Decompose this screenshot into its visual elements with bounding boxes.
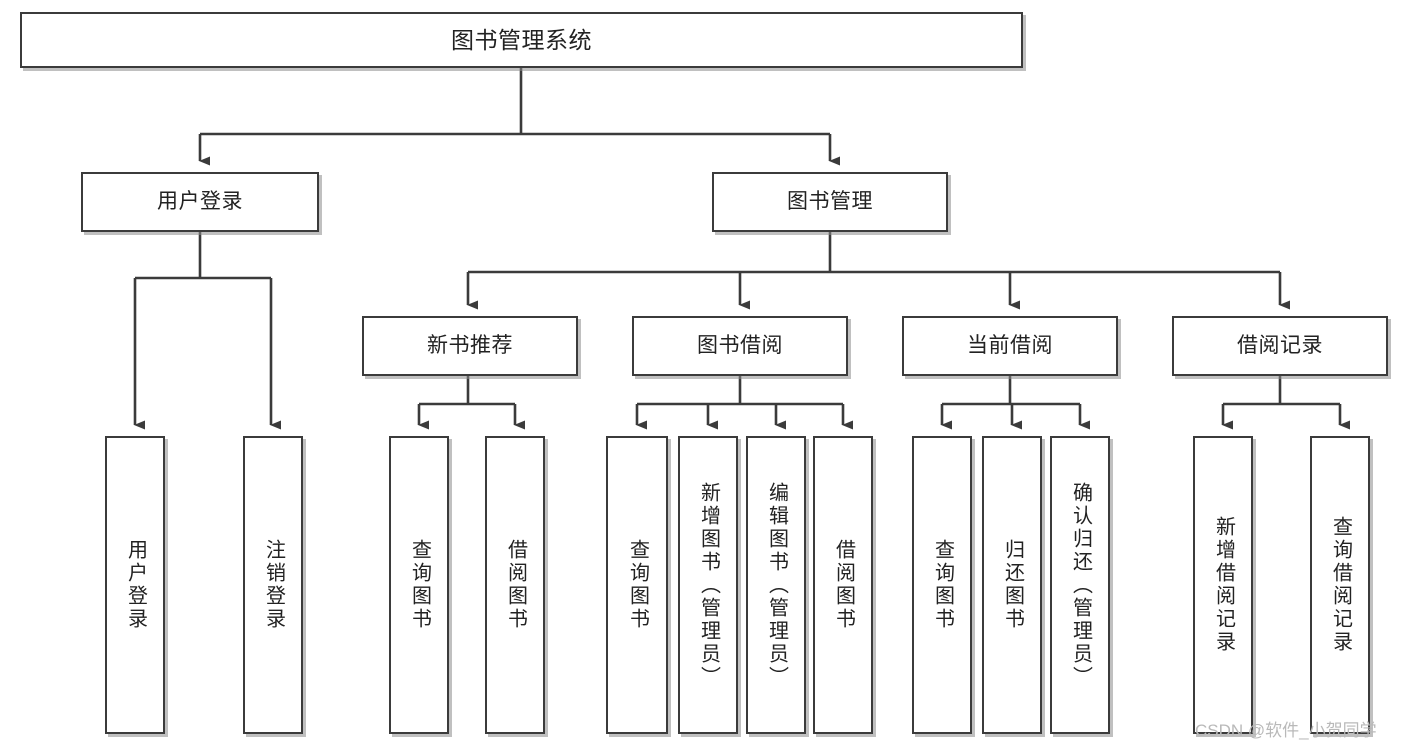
node-leaf-borrow-book-1[interactable]: 借阅图书 [485, 436, 545, 734]
node-leaf-add-book[interactable]: 新增图书（管理员） [678, 436, 738, 734]
node-leaf-logout[interactable]: 注销登录 [243, 436, 303, 734]
node-leaf-borrow-book-1-label: 借阅图书 [504, 539, 527, 631]
node-current-borrow-label: 当前借阅 [967, 333, 1053, 357]
node-leaf-query-record-label: 查询借阅记录 [1329, 516, 1352, 654]
node-leaf-edit-book-label: 编辑图书（管理员） [765, 481, 788, 689]
node-leaf-query-book-2-label: 查询图书 [626, 539, 649, 631]
node-leaf-add-book-label: 新增图书（管理员） [697, 481, 720, 689]
node-leaf-return-book-label: 归还图书 [1001, 539, 1024, 631]
node-leaf-query-book-3-label: 查询图书 [931, 539, 954, 631]
node-book-manage[interactable]: 图书管理 [712, 172, 948, 232]
node-book-borrow[interactable]: 图书借阅 [632, 316, 848, 376]
node-leaf-return-book[interactable]: 归还图书 [982, 436, 1042, 734]
node-leaf-logout-label: 注销登录 [262, 539, 285, 631]
node-new-book-recommend[interactable]: 新书推荐 [362, 316, 578, 376]
node-leaf-query-book-1[interactable]: 查询图书 [389, 436, 449, 734]
node-leaf-confirm-return-label: 确认归还（管理员） [1069, 481, 1092, 689]
node-title-system-label: 图书管理系统 [451, 26, 592, 53]
node-leaf-borrow-book-2-label: 借阅图书 [832, 539, 855, 631]
node-current-borrow[interactable]: 当前借阅 [902, 316, 1118, 376]
node-leaf-query-book-1-label: 查询图书 [408, 539, 431, 631]
node-leaf-add-record-label: 新增借阅记录 [1212, 516, 1235, 654]
node-user-login[interactable]: 用户登录 [81, 172, 319, 232]
node-leaf-user-login[interactable]: 用户登录 [105, 436, 165, 734]
node-leaf-user-login-label: 用户登录 [124, 539, 147, 631]
node-leaf-confirm-return[interactable]: 确认归还（管理员） [1050, 436, 1110, 734]
node-user-login-label: 用户登录 [157, 189, 243, 213]
node-leaf-borrow-book-2[interactable]: 借阅图书 [813, 436, 873, 734]
node-leaf-query-book-3[interactable]: 查询图书 [912, 436, 972, 734]
node-leaf-add-record[interactable]: 新增借阅记录 [1193, 436, 1253, 734]
node-leaf-query-book-2[interactable]: 查询图书 [606, 436, 668, 734]
node-leaf-query-record[interactable]: 查询借阅记录 [1310, 436, 1370, 734]
node-title-system[interactable]: 图书管理系统 [20, 12, 1023, 68]
node-borrow-record-label: 借阅记录 [1237, 333, 1323, 357]
node-new-book-recommend-label: 新书推荐 [427, 333, 513, 357]
node-leaf-edit-book[interactable]: 编辑图书（管理员） [746, 436, 806, 734]
node-book-borrow-label: 图书借阅 [697, 333, 783, 357]
node-borrow-record[interactable]: 借阅记录 [1172, 316, 1388, 376]
node-book-manage-label: 图书管理 [787, 189, 873, 213]
